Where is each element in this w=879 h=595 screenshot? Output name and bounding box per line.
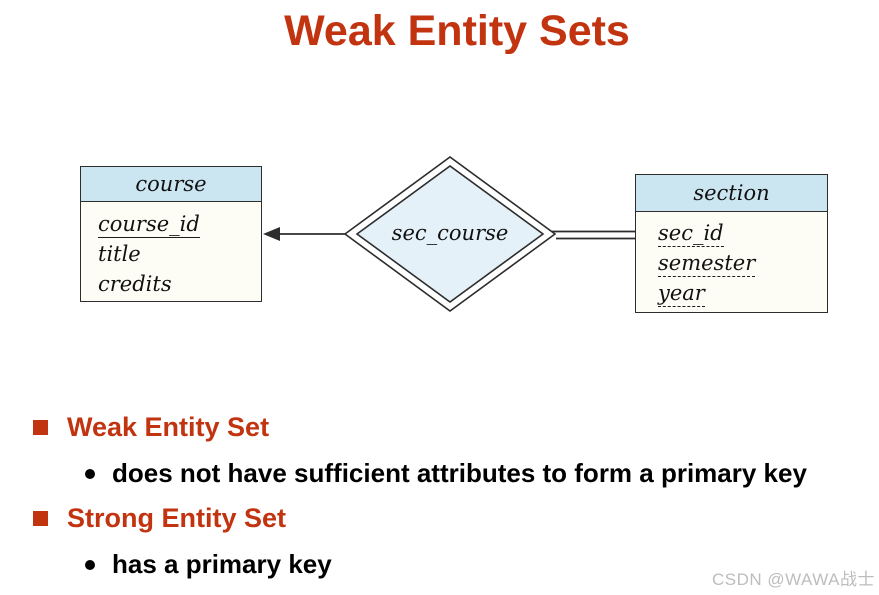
watermark: CSDN @WAWA战士 xyxy=(711,570,875,589)
bullet-item-strong-entity-set: Strong Entity Set xyxy=(33,503,286,534)
attribute-credits: credits xyxy=(98,272,172,296)
bullet-text: Strong Entity Set xyxy=(67,503,287,533)
attribute-title: title xyxy=(98,242,141,266)
attribute-year: year xyxy=(658,281,705,307)
circle-bullet-icon xyxy=(85,468,95,479)
bullet-text: has a primary key xyxy=(112,549,332,579)
square-bullet-icon xyxy=(33,420,48,435)
attribute-semester: semester xyxy=(658,251,756,277)
bullet-item-strong-definition: has a primary key xyxy=(85,549,332,580)
entity-section: section sec_id semester year xyxy=(635,174,828,313)
attribute-row: title xyxy=(98,239,261,269)
arrowhead-icon xyxy=(263,227,280,241)
entity-section-header: section xyxy=(636,175,827,212)
entity-course-header: course xyxy=(81,167,261,202)
attribute-row: semester xyxy=(658,248,827,278)
attribute-row: sec_id xyxy=(658,218,827,248)
bullet-item-weak-entity-set: Weak Entity Set xyxy=(33,412,269,443)
bullet-text: Weak Entity Set xyxy=(67,412,270,442)
entity-course-attributes: course_id title credits xyxy=(81,202,261,299)
entity-course: course course_id title credits xyxy=(80,166,262,302)
square-bullet-icon xyxy=(33,511,48,526)
attribute-row: credits xyxy=(98,269,261,299)
circle-bullet-icon xyxy=(85,559,95,570)
bullet-text: does not have sufficient attributes to f… xyxy=(112,458,807,488)
bullet-item-weak-definition: does not have sufficient attributes to f… xyxy=(85,458,807,489)
entity-section-attributes: sec_id semester year xyxy=(636,212,827,308)
attribute-course-id: course_id xyxy=(98,212,200,238)
attribute-row: year xyxy=(658,278,827,308)
attribute-sec-id: sec_id xyxy=(658,221,724,247)
page-title: Weak Entity Sets xyxy=(284,7,630,55)
attribute-row: course_id xyxy=(98,209,261,239)
relationship-label: sec_course xyxy=(391,221,509,245)
